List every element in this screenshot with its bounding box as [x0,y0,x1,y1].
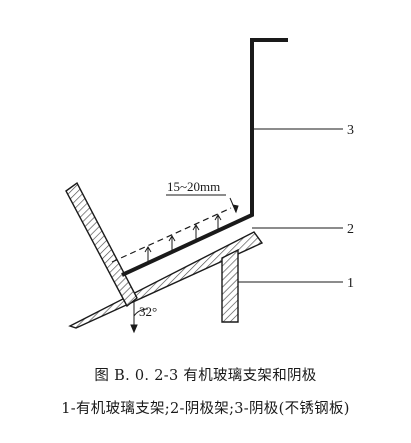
callout-number-2: 2 [347,222,354,237]
figure-title: 图 B. 0. 2-3 有机玻璃支架和阴极 [94,368,317,384]
support-leg [221,248,239,323]
offset-dashed-line [111,207,232,263]
figure-legend: 1-有机玻璃支架;2-阴极架;3-阴极(不锈钢板) [61,401,350,417]
cathode-frame [121,38,288,277]
dimension-marker [166,194,239,214]
gap-arrows [144,214,222,263]
tilted-support-plate [65,181,138,308]
inclined-base-plate [68,231,264,329]
callout-number-3: 3 [347,123,354,138]
callout-number-1: 1 [347,276,354,291]
angle-label: 32° [139,304,157,319]
angle-marker [130,300,149,334]
dimension-label: 15~20mm [167,179,220,194]
